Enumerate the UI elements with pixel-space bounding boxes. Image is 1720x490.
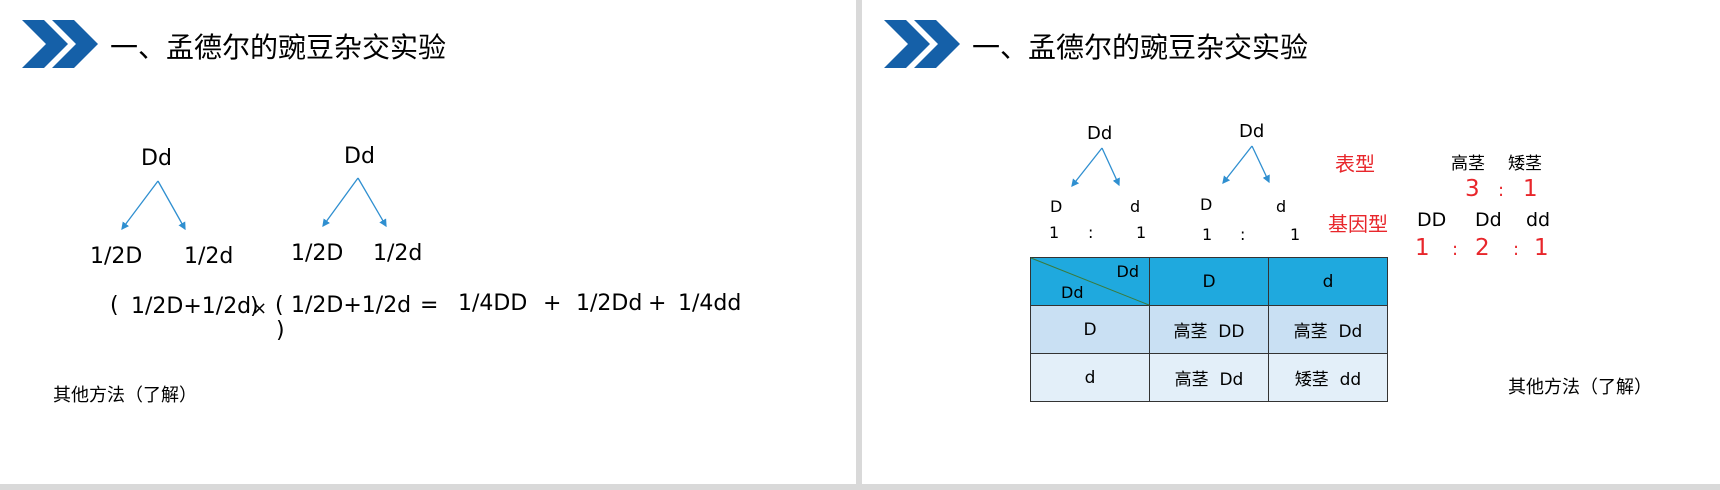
ratio-value: 1 (1523, 176, 1538, 202)
eq-result: 1/2Dd (576, 291, 643, 316)
gamete-label: D (1200, 195, 1213, 214)
punnett-square: Dd Dd D d D 高茎 DD 高茎 Dd d 高茎 Dd 矮茎 dd (1030, 257, 1388, 402)
cross-arrows-icon (1071, 145, 1270, 188)
ratio-value: 1 (1136, 223, 1147, 242)
gamete-label: 1/2d (184, 244, 234, 269)
gamete-label: 1/2D (90, 244, 143, 269)
eq-result: 1/4dd (678, 291, 742, 316)
eq-paren: ) (276, 318, 285, 343)
corner-bottom-label: Dd (1061, 283, 1084, 302)
ratio-value: 2 (1475, 235, 1490, 261)
phenotype-label: 表型 (1335, 152, 1375, 176)
parent-genotype: Dd (141, 146, 172, 171)
eq-paren: ( (275, 293, 284, 318)
eq-paren: ( (110, 293, 119, 318)
slide-title: 一、孟德尔的豌豆杂交实验 (972, 31, 1309, 64)
gamete-label: 1/2D (291, 241, 344, 266)
parent-genotype: Dd (1239, 121, 1265, 142)
diagonal-divider (1030, 257, 1150, 306)
cross-arrows-icon (121, 177, 387, 231)
slide-left: 一、孟德尔的豌豆杂交实验 Dd Dd 1/2D 1/2d 1/2D 1/2d (… (0, 0, 856, 484)
gamete-label: D (1050, 197, 1063, 216)
other-methods-note: 其他方法（了解） (1508, 377, 1652, 398)
table-cell: 矮茎 dd (1268, 353, 1388, 402)
corner-top-label: Dd (1116, 262, 1139, 281)
table-cell: 高茎 DD (1149, 305, 1269, 354)
eq-result: 1/4DD (458, 291, 528, 316)
row-header: D (1030, 305, 1150, 354)
eq-times: × (252, 298, 268, 319)
chevron-logo-icon (884, 20, 960, 68)
genotype-name: DD (1417, 209, 1447, 231)
eq-equals: = (420, 293, 439, 318)
gamete-label: d (1276, 197, 1287, 216)
gamete-label: d (1130, 197, 1141, 216)
column-header: d (1268, 257, 1388, 306)
ratio-value: 1 (1049, 223, 1060, 242)
parent-genotype: Dd (1087, 123, 1113, 144)
genotype-label: 基因型 (1328, 212, 1388, 236)
table-header-row: Dd Dd D d (1030, 257, 1388, 306)
ratio-colon: : (1240, 225, 1246, 244)
phenotype-name: 矮茎 (1508, 154, 1542, 174)
ratio-value: 3 (1465, 176, 1480, 202)
genotype-name: dd (1526, 209, 1551, 231)
slide-title: 一、孟德尔的豌豆杂交实验 (110, 31, 447, 64)
ratio-colon: : (1513, 239, 1520, 260)
table-cell: 高茎 Dd (1268, 305, 1388, 354)
ratio-colon: : (1452, 239, 1459, 260)
column-header: D (1149, 257, 1269, 306)
ratio-colon: : (1498, 180, 1505, 201)
gamete-label: 1/2d (373, 241, 423, 266)
phenotype-name: 高茎 (1451, 154, 1485, 174)
ratio-value: 1 (1202, 225, 1213, 244)
eq-term: 1/2D+1/2d (291, 293, 412, 318)
eq-plus: + (543, 291, 562, 316)
corner-cell: Dd Dd (1030, 257, 1150, 306)
eq-term: 1/2D+1/2d (131, 294, 252, 319)
ratio-value: 1 (1415, 235, 1430, 261)
table-row: d 高茎 Dd 矮茎 dd (1030, 353, 1388, 402)
table-row: D 高茎 DD 高茎 Dd (1030, 305, 1388, 354)
parent-genotype: Dd (344, 144, 375, 169)
ratio-value: 1 (1290, 225, 1301, 244)
other-methods-note: 其他方法（了解） (53, 385, 197, 406)
row-header: d (1030, 353, 1150, 402)
table-cell: 高茎 Dd (1149, 353, 1269, 402)
chevron-logo-icon (22, 20, 98, 68)
ratio-colon: : (1088, 223, 1094, 242)
genotype-name: Dd (1475, 209, 1502, 231)
slide-right: 一、孟德尔的豌豆杂交实验 Dd Dd D d 1 : 1 D d 1 : 1 表… (862, 0, 1720, 484)
ratio-value: 1 (1534, 235, 1549, 261)
eq-paren: ) (250, 294, 259, 319)
eq-plus: + (648, 291, 667, 316)
